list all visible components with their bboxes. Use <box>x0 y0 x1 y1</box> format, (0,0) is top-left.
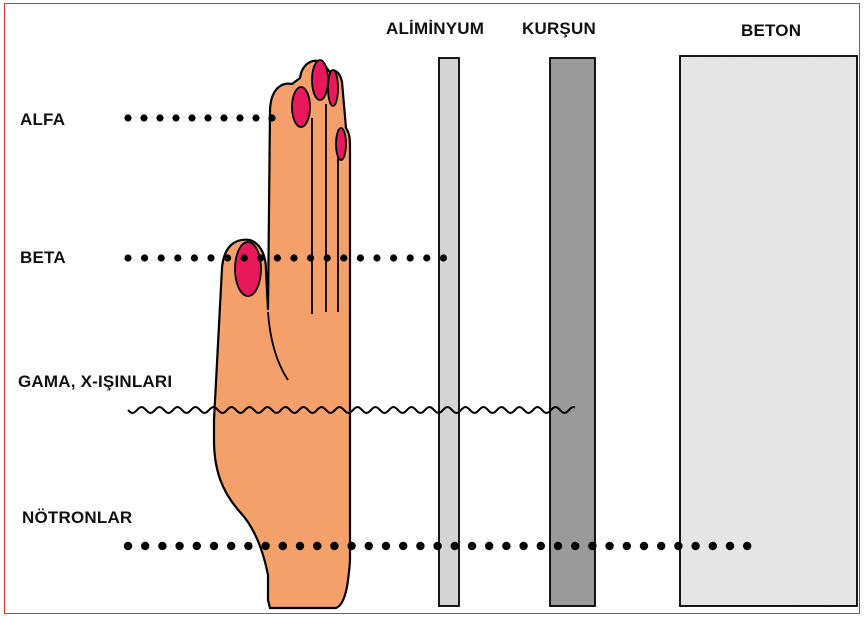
radiation-dot <box>261 542 269 550</box>
radiation-dot <box>709 542 717 550</box>
radiation-dot <box>174 254 181 261</box>
radiation-dot <box>691 542 699 550</box>
radiation-dot <box>313 542 321 550</box>
radiation-dot <box>158 254 165 261</box>
lead-plate <box>550 58 595 606</box>
radiation-dot <box>502 542 510 550</box>
hand-illustration <box>214 60 350 608</box>
radiation-dot <box>423 254 430 261</box>
radiation-dot <box>220 114 227 121</box>
radiation-dot <box>224 254 231 261</box>
radiation-dot <box>188 114 195 121</box>
radiation-dot <box>340 254 347 261</box>
radiation-dot <box>279 542 287 550</box>
aluminum-plate <box>439 58 459 606</box>
nail-index <box>292 87 310 127</box>
radiation-dot <box>210 542 218 550</box>
nail-middle <box>312 60 328 100</box>
radiation-dot <box>623 542 631 550</box>
radiation-dot <box>468 542 476 550</box>
radiation-dot <box>268 114 275 121</box>
hand-shape <box>214 61 350 608</box>
radiation-dot <box>657 542 665 550</box>
nail-pinky <box>336 128 346 160</box>
radiation-dot <box>588 542 596 550</box>
radiation-dot <box>743 542 751 550</box>
alpha-path <box>124 114 275 121</box>
radiation-dot <box>373 254 380 261</box>
radiation-dot <box>416 542 424 550</box>
radiation-dot <box>407 254 414 261</box>
radiation-dot <box>451 542 459 550</box>
radiation-dot <box>365 542 373 550</box>
radiation-dot <box>141 542 149 550</box>
radiation-dot <box>227 542 235 550</box>
gamma-label: GAMA, X-IŞINLARI <box>18 372 172 392</box>
radiation-dot <box>390 254 397 261</box>
radiation-dot <box>347 542 355 550</box>
radiation-dot <box>252 114 259 121</box>
radiation-dot <box>236 114 243 121</box>
radiation-dot <box>330 542 338 550</box>
aluminum-label: ALİMİNYUM <box>386 19 484 39</box>
radiation-dot <box>172 114 179 121</box>
radiation-dot <box>257 254 264 261</box>
radiation-dot <box>193 542 201 550</box>
radiation-dot <box>191 254 198 261</box>
radiation-dot <box>156 114 163 121</box>
gamma-wave <box>128 407 575 413</box>
neutron-path <box>124 542 752 550</box>
radiation-dot <box>571 542 579 550</box>
concrete-block <box>680 56 857 606</box>
radiation-dot <box>307 254 314 261</box>
radiation-dot <box>141 254 148 261</box>
concrete-label: BETON <box>741 21 801 41</box>
radiation-dot <box>158 542 166 550</box>
radiation-dot <box>399 542 407 550</box>
neutron-label: NÖTRONLAR <box>22 508 132 528</box>
radiation-dot <box>605 542 613 550</box>
radiation-dot <box>296 542 304 550</box>
radiation-dot <box>274 254 281 261</box>
radiation-dot <box>207 254 214 261</box>
nail-thumb <box>235 242 261 296</box>
radiation-dot <box>726 542 734 550</box>
radiation-dot <box>124 254 131 261</box>
radiation-dot <box>433 542 441 550</box>
radiation-dot <box>537 542 545 550</box>
nail-ring <box>328 70 338 106</box>
radiation-dot <box>640 542 648 550</box>
radiation-dot <box>674 542 682 550</box>
beta-label: BETA <box>20 248 66 268</box>
radiation-dot <box>124 114 131 121</box>
radiation-dot <box>241 254 248 261</box>
radiation-dot <box>485 542 493 550</box>
radiation-dot <box>357 254 364 261</box>
lead-label: KURŞUN <box>522 19 596 39</box>
radiation-dot <box>519 542 527 550</box>
radiation-dot <box>440 254 447 261</box>
radiation-dot <box>324 254 331 261</box>
radiation-dot <box>204 114 211 121</box>
radiation-dot <box>140 114 147 121</box>
radiation-dot <box>244 542 252 550</box>
radiation-dot <box>554 542 562 550</box>
radiation-dot <box>124 542 132 550</box>
radiation-dot <box>290 254 297 261</box>
radiation-dot <box>175 542 183 550</box>
alpha-label: ALFA <box>20 110 65 130</box>
radiation-dot <box>382 542 390 550</box>
